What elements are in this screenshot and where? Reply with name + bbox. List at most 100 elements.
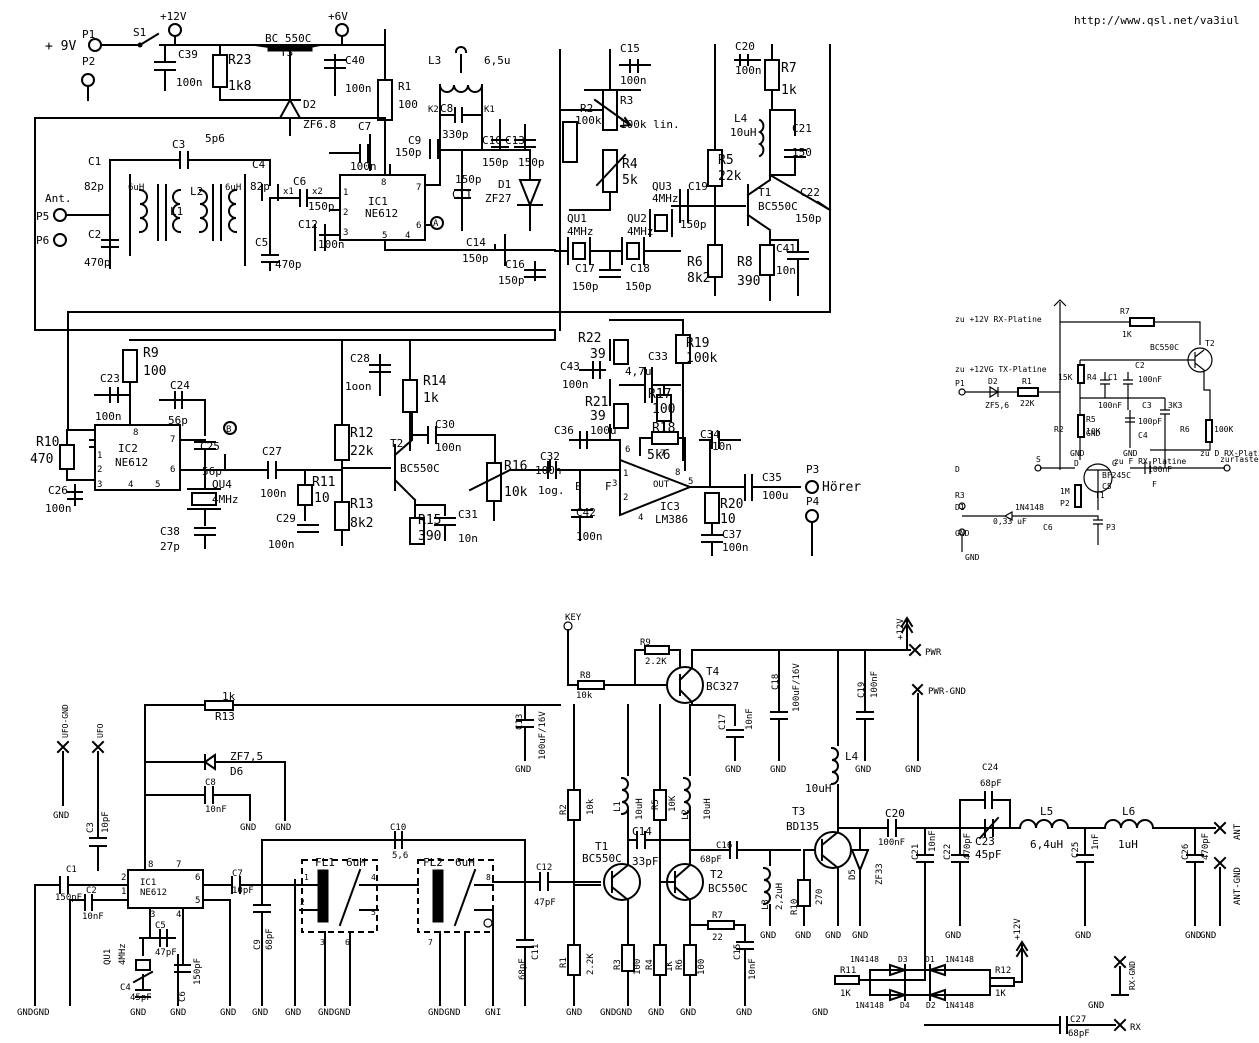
- svg-text:R2: R2: [559, 804, 569, 815]
- svg-text:T2: T2: [390, 437, 403, 450]
- svg-text:10uH: 10uH: [635, 798, 645, 820]
- svg-text:GND: GND: [566, 1008, 582, 1018]
- svg-text:10k: 10k: [504, 485, 528, 500]
- svg-text:C15: C15: [620, 42, 640, 55]
- svg-text:100: 100: [633, 959, 643, 975]
- svg-text:100K: 100K: [1214, 425, 1233, 434]
- labels-rx-audio: R9 100 C23 100n C24 56p R10 470 IC2 NE61…: [30, 331, 861, 554]
- svg-text:150pF: 150pF: [55, 893, 82, 903]
- svg-text:R4: R4: [1087, 373, 1097, 382]
- svg-text:100n: 100n: [318, 238, 345, 251]
- svg-text:1M: 1M: [1060, 487, 1070, 496]
- svg-text:R23: R23: [228, 53, 251, 68]
- svg-text:10k: 10k: [586, 798, 596, 815]
- svg-text:NE612: NE612: [140, 888, 167, 898]
- svg-text:D2: D2: [988, 377, 998, 386]
- svg-text:C16: C16: [505, 258, 525, 271]
- svg-text:100n: 100n: [45, 502, 72, 515]
- svg-text:GND: GND: [515, 765, 531, 775]
- svg-text:B: B: [226, 425, 231, 435]
- svg-text:100: 100: [143, 364, 166, 379]
- svg-text:6uH: 6uH: [346, 856, 366, 869]
- svg-text:82p: 82p: [250, 180, 270, 193]
- svg-text:QU4: QU4: [212, 478, 232, 491]
- crystal-qu2: [626, 242, 640, 260]
- svg-text:C6: C6: [1043, 523, 1053, 532]
- svg-text:C21: C21: [792, 122, 812, 135]
- svg-text:100nF: 100nF: [1098, 401, 1122, 410]
- svg-text:C20: C20: [885, 807, 905, 820]
- svg-text:7: 7: [170, 435, 175, 445]
- pot-r16: [486, 462, 502, 502]
- svg-text:22k: 22k: [718, 169, 742, 184]
- svg-text:C29: C29: [276, 512, 296, 525]
- svg-text:zurTastenbuchse: zurTastenbuchse: [1220, 455, 1259, 464]
- svg-text:100n: 100n: [260, 487, 287, 500]
- svg-text:C24: C24: [170, 379, 190, 392]
- resistor-tx-r11: [834, 975, 860, 985]
- svg-text:C4: C4: [252, 158, 266, 171]
- svg-text:68pF: 68pF: [1068, 1029, 1090, 1039]
- svg-text:150p: 150p: [395, 146, 422, 159]
- filter-fl1: [301, 859, 378, 933]
- svg-text:F: F: [605, 480, 612, 493]
- svg-text:R6: R6: [687, 255, 703, 270]
- svg-text:1k: 1k: [423, 391, 439, 406]
- svg-text:4: 4: [371, 873, 376, 882]
- svg-text:QU1: QU1: [567, 212, 587, 225]
- svg-text:1N4148: 1N4148: [945, 955, 974, 964]
- terminal-p4: [805, 509, 819, 523]
- svg-text:L3: L3: [428, 54, 441, 67]
- svg-text:GND: GND: [812, 1008, 828, 1018]
- svg-text:P3: P3: [1106, 523, 1116, 532]
- svg-text:5: 5: [688, 477, 693, 487]
- svg-text:R5: R5: [718, 153, 734, 168]
- svg-text:C24: C24: [982, 763, 998, 773]
- svg-text:10: 10: [720, 512, 736, 527]
- svg-text:39: 39: [590, 347, 606, 362]
- svg-text:8: 8: [675, 468, 680, 478]
- svg-text:BD135: BD135: [786, 820, 819, 833]
- svg-text:G: G: [1112, 459, 1117, 468]
- transistor-t4: [666, 666, 704, 704]
- svg-text:C27: C27: [262, 445, 282, 458]
- svg-text:1N4148: 1N4148: [1015, 503, 1044, 512]
- svg-text:10k: 10k: [576, 691, 593, 701]
- svg-text:150p: 150p: [482, 156, 509, 169]
- crystal-qu3: [654, 214, 668, 232]
- resistor-box-r1: [1017, 387, 1039, 397]
- resistor-tx-r9: [644, 645, 670, 655]
- svg-text:ANT-GND: ANT-GND: [1233, 867, 1243, 905]
- svg-text:5,6: 5,6: [392, 851, 408, 861]
- svg-text:R1: R1: [1022, 377, 1032, 386]
- svg-text:C27: C27: [1070, 1015, 1086, 1025]
- svg-text:1k: 1k: [781, 83, 797, 98]
- svg-text:6: 6: [170, 465, 175, 475]
- svg-text:45pF: 45pF: [130, 993, 152, 1003]
- svg-text:100n: 100n: [350, 160, 377, 173]
- svg-text:GND: GND: [170, 1008, 186, 1018]
- svg-text:10n: 10n: [712, 440, 732, 453]
- svg-text:6uH: 6uH: [128, 183, 144, 193]
- svg-text:150p: 150p: [455, 173, 482, 186]
- svg-text:L2: L2: [681, 809, 691, 820]
- svg-text:C11: C11: [452, 188, 472, 201]
- svg-text:C34: C34: [700, 428, 720, 441]
- svg-text:10uH: 10uH: [703, 798, 713, 820]
- svg-text:47pF: 47pF: [155, 948, 177, 958]
- ic2-ne612: [94, 424, 181, 491]
- svg-text:6: 6: [416, 221, 421, 231]
- svg-text:22k: 22k: [350, 444, 374, 459]
- svg-text:470pF: 470pF: [963, 833, 973, 860]
- svg-text:56p: 56p: [202, 465, 222, 478]
- svg-text:NE612: NE612: [365, 207, 398, 220]
- svg-text:L2: L2: [190, 185, 203, 198]
- filter-fl2: [417, 859, 494, 933]
- svg-text:45pF: 45pF: [975, 848, 1002, 861]
- svg-text:100n: 100n: [435, 441, 462, 454]
- svg-text:S: S: [1036, 455, 1041, 464]
- svg-text:C31: C31: [458, 508, 478, 521]
- svg-text:R10: R10: [790, 899, 800, 915]
- svg-text:QU2: QU2: [627, 212, 647, 225]
